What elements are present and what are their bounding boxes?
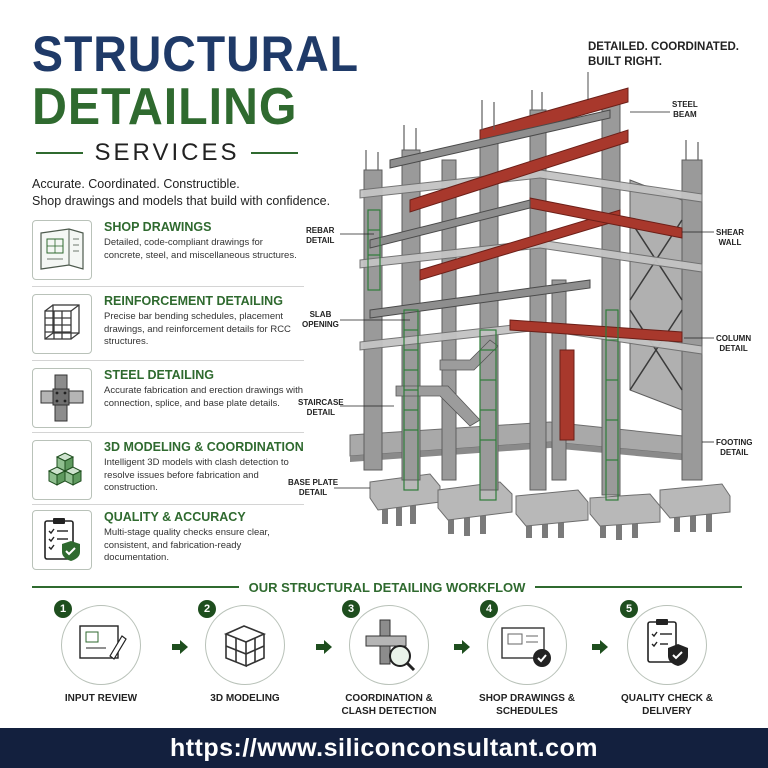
drawing-review-icon <box>61 605 141 685</box>
steel-connection-icon <box>32 368 92 428</box>
callout-text: DETAIL <box>719 344 748 353</box>
workflow-title: OUR STRUCTURAL DETAILING WORKFLOW <box>248 579 526 595</box>
service-item-steel-detailing: STEEL DETAILING Accurate fabrication and… <box>32 366 304 432</box>
callout-text: COLUMN <box>716 334 752 343</box>
step-number: 5 <box>620 600 638 618</box>
workflow-heading: OUR STRUCTURAL DETAILING WORKFLOW <box>32 579 743 595</box>
title-structural: STRUCTURAL <box>32 26 360 82</box>
callout-text: SHEAR <box>716 228 745 237</box>
divider <box>32 432 304 433</box>
callout-text: STEEL <box>672 100 698 109</box>
step-label-line: COORDINATION & <box>345 693 433 704</box>
callout-steel-beam: STEEL BEAM <box>672 100 698 120</box>
blueprint-icon <box>32 220 92 280</box>
step-label: SHOP DRAWINGS & SCHEDULES <box>452 692 602 718</box>
clipboard-shield-icon <box>627 605 707 685</box>
service-title: 3D MODELING & COORDINATION <box>104 440 304 454</box>
building-illustration <box>334 72 731 540</box>
callout-staircase-detail: STAIRCASE DETAIL <box>298 398 344 418</box>
step-label-line: SCHEDULES <box>496 706 558 717</box>
drawings-check-icon <box>487 605 567 685</box>
checklist-shield-icon <box>32 510 92 570</box>
3d-frame-icon <box>205 605 285 685</box>
callout-text: BEAM <box>673 110 697 119</box>
cubes-icon <box>32 440 92 500</box>
divider-line <box>251 152 298 154</box>
callout-text: WALL <box>718 238 742 247</box>
tagline: Accurate. Coordinated. Constructible. Sh… <box>32 176 330 210</box>
step-label-line: 3D MODELING <box>210 693 280 704</box>
tagline-line-1: Accurate. Coordinated. Constructible. <box>32 177 240 191</box>
step-label: COORDINATION & CLASH DETECTION <box>314 692 464 718</box>
headline-line-1: DETAILED. COORDINATED. <box>588 41 739 53</box>
callout-footing-detail: FOOTING DETAIL <box>716 438 752 458</box>
service-item-3d-modeling: 3D MODELING & COORDINATION Intelligent 3… <box>32 438 304 504</box>
divider-line <box>32 586 239 588</box>
divider-line <box>36 152 83 154</box>
step-number: 2 <box>198 600 216 618</box>
callout-text: DETAIL <box>306 408 335 417</box>
callout-text: DETAIL <box>298 488 328 497</box>
step-number: 1 <box>54 600 72 618</box>
service-description: Intelligent 3D models with clash detecti… <box>104 457 289 493</box>
step-number: 4 <box>480 600 498 618</box>
rebar-cage-icon <box>32 294 92 354</box>
arrow-right-icon <box>316 640 332 654</box>
callout-shear-wall: SHEAR WALL <box>716 228 744 248</box>
divider-line <box>535 586 743 588</box>
subtitle-text: SERVICES <box>94 139 240 166</box>
divider <box>32 286 304 287</box>
callout-rebar-detail: REBAR DETAIL <box>306 226 334 246</box>
step-label-line: CLASH DETECTION <box>341 706 437 717</box>
service-description: Precise bar bending schedules, placement… <box>104 311 291 347</box>
service-title: QUALITY & ACCURACY <box>104 510 246 524</box>
callout-text: DETAIL <box>720 448 749 457</box>
callout-text: STAIRCASE <box>298 398 344 407</box>
service-item-quality: QUALITY & ACCURACY Multi-stage quality c… <box>32 508 302 574</box>
divider <box>32 504 304 505</box>
step-label: INPUT REVIEW <box>26 692 176 705</box>
callout-text: BASE PLATE <box>288 478 339 487</box>
title-detailing: DETAILING <box>32 78 298 136</box>
step-label-line: SHOP DRAWINGS & <box>479 693 575 704</box>
service-item-shop-drawings: SHOP DRAWINGS Detailed, code-compliant d… <box>32 218 302 284</box>
step-label: QUALITY CHECK & DELIVERY <box>592 692 742 718</box>
service-description: Multi-stage quality checks ensure clear,… <box>104 527 270 563</box>
arrow-right-icon <box>592 640 608 654</box>
callout-text: REBAR <box>306 226 335 235</box>
service-description: Detailed, code-compliant drawings for co… <box>104 237 297 261</box>
callout-text: SLAB <box>309 310 332 319</box>
tagline-line-2: Shop drawings and models that build with… <box>32 194 331 208</box>
headline-line-2: BUILT RIGHT. <box>588 56 662 68</box>
service-description: Accurate fabrication and erection drawin… <box>104 385 304 409</box>
services-subtitle: SERVICES <box>36 138 298 168</box>
callout-column-detail: COLUMN DETAIL <box>716 334 751 354</box>
service-item-reinforcement: REINFORCEMENT DETAILING Precise bar bend… <box>32 292 302 358</box>
callout-text: FOOTING <box>716 438 753 447</box>
step-label-line: INPUT REVIEW <box>64 693 138 704</box>
divider <box>32 360 304 361</box>
illustration-headline: DETAILED. COORDINATED. BUILT RIGHT. <box>588 40 739 70</box>
website-url-banner[interactable]: https://www.siliconconsultant.com <box>0 728 768 768</box>
arrow-right-icon <box>454 640 470 654</box>
magnifier-clash-icon <box>349 605 429 685</box>
callout-text: OPENING <box>302 320 339 329</box>
step-label-line: QUALITY CHECK & <box>620 693 714 704</box>
service-title: REINFORCEMENT DETAILING <box>104 294 283 308</box>
step-label: 3D MODELING <box>170 692 320 705</box>
callout-text: DETAIL <box>306 236 335 245</box>
step-label-line: DELIVERY <box>642 706 692 717</box>
step-number: 3 <box>342 600 360 618</box>
service-title: STEEL DETAILING <box>104 368 214 382</box>
service-title: SHOP DRAWINGS <box>104 220 212 234</box>
callout-base-plate-detail: BASE PLATE DETAIL <box>288 478 338 498</box>
callout-slab-opening: SLAB OPENING <box>302 310 339 330</box>
arrow-right-icon <box>172 640 188 654</box>
